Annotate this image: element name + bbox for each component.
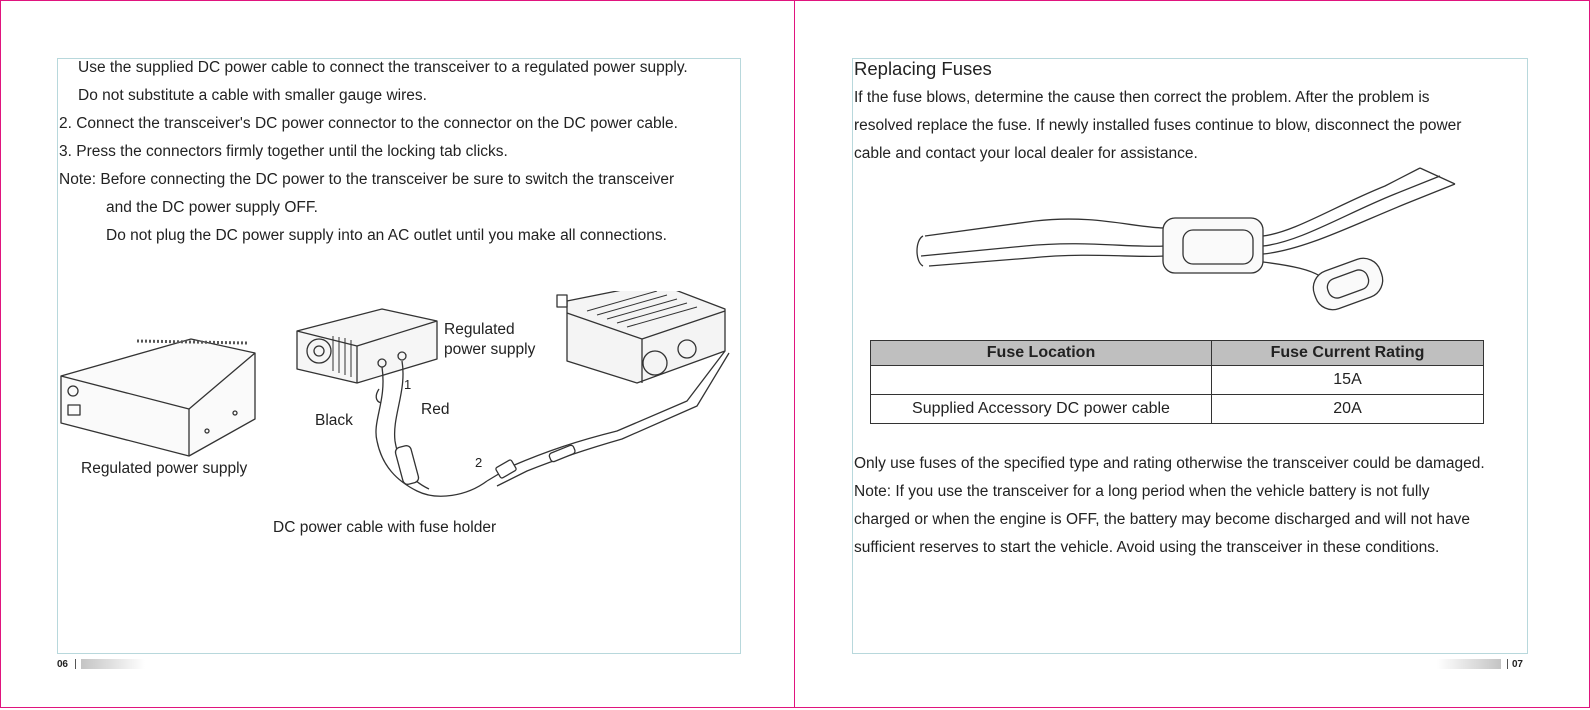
step-2-marker: 2 bbox=[475, 455, 483, 470]
step-1-marker: 1 bbox=[404, 377, 412, 392]
replacing-fuses-heading: Replacing Fuses bbox=[854, 58, 992, 79]
dc-power-cable-image bbox=[375, 350, 730, 497]
regulated-power-supply-label-line-2: power supply bbox=[444, 341, 536, 358]
left-text-line-6: and the DC power supply OFF. bbox=[106, 199, 318, 216]
table-row: Supplied Accessory DC power cable 20A bbox=[870, 394, 1484, 424]
page-accent-bar bbox=[1437, 659, 1501, 669]
right-page: Replacing Fuses If the fuse blows, deter… bbox=[794, 0, 1590, 708]
left-text-line-7: Do not plug the DC power supply into an … bbox=[106, 227, 667, 244]
left-content-frame bbox=[57, 58, 741, 654]
right-content-frame bbox=[852, 58, 1528, 654]
fuse-rating-table: Fuse Location Fuse Current Rating 15A Su… bbox=[870, 340, 1484, 424]
page-number-right: 07 bbox=[1512, 659, 1523, 670]
right-intro-line-3: cable and contact your local dealer for … bbox=[854, 145, 1198, 162]
right-outro-line-2: Note: If you use the transceiver for a l… bbox=[854, 483, 1430, 500]
right-intro-line-2: resolved replace the fuse. If newly inst… bbox=[854, 117, 1462, 134]
regulated-power-supply-label: Regulated power supply bbox=[444, 320, 535, 360]
fuse-location-header: Fuse Location bbox=[870, 340, 1212, 366]
fuse-holder-illustration bbox=[916, 167, 1456, 311]
fuse-current-rating-header: Fuse Current Rating bbox=[1211, 340, 1484, 366]
power-connection-illustration bbox=[60, 291, 730, 497]
regulated-power-supply-left-label: Regulated power supply bbox=[81, 460, 248, 477]
left-text-line-1: Use the supplied DC power cable to conne… bbox=[78, 59, 688, 76]
table-row: 15A bbox=[870, 365, 1484, 395]
table-header-row: Fuse Location Fuse Current Rating bbox=[870, 340, 1484, 366]
right-outro-line-1: Only use fuses of the specified type and… bbox=[854, 455, 1485, 472]
right-outro-line-3: charged or when the engine is OFF, the b… bbox=[854, 511, 1471, 528]
red-wire-label: Red bbox=[421, 401, 450, 418]
fuse-location-cell bbox=[870, 365, 1212, 395]
fuse-rating-cell: 20A bbox=[1211, 394, 1484, 424]
right-outro-line-4: sufficient reserves to start the vehicle… bbox=[854, 539, 1440, 556]
left-text-line-5: Note: Before connecting the DC power to … bbox=[59, 171, 675, 188]
right-intro-line-1: If the fuse blows, determine the cause t… bbox=[854, 89, 1430, 106]
left-text-line-3: 2. Connect the transceiver's DC power co… bbox=[59, 115, 678, 132]
black-wire-label: Black bbox=[315, 412, 353, 429]
regulated-power-supply-image bbox=[296, 308, 438, 384]
page-number-divider bbox=[75, 659, 76, 669]
left-page: Use the supplied DC power cable to conne… bbox=[0, 0, 795, 708]
regulated-power-supply-left-image bbox=[60, 338, 256, 457]
left-text-line-2: Do not substitute a cable with smaller g… bbox=[78, 87, 427, 104]
left-text-line-4: 3. Press the connectors firmly together … bbox=[59, 143, 508, 160]
fuse-rating-cell: 15A bbox=[1211, 365, 1484, 395]
page-number-divider bbox=[1507, 659, 1508, 669]
dc-power-cable-caption: DC power cable with fuse holder bbox=[273, 519, 497, 536]
regulated-power-supply-label-line-1: Regulated bbox=[444, 321, 515, 338]
fuse-location-cell: Supplied Accessory DC power cable bbox=[870, 394, 1212, 424]
page-number-left: 06 bbox=[57, 659, 68, 670]
transceiver-image bbox=[556, 291, 726, 384]
page-accent-bar bbox=[81, 659, 145, 669]
